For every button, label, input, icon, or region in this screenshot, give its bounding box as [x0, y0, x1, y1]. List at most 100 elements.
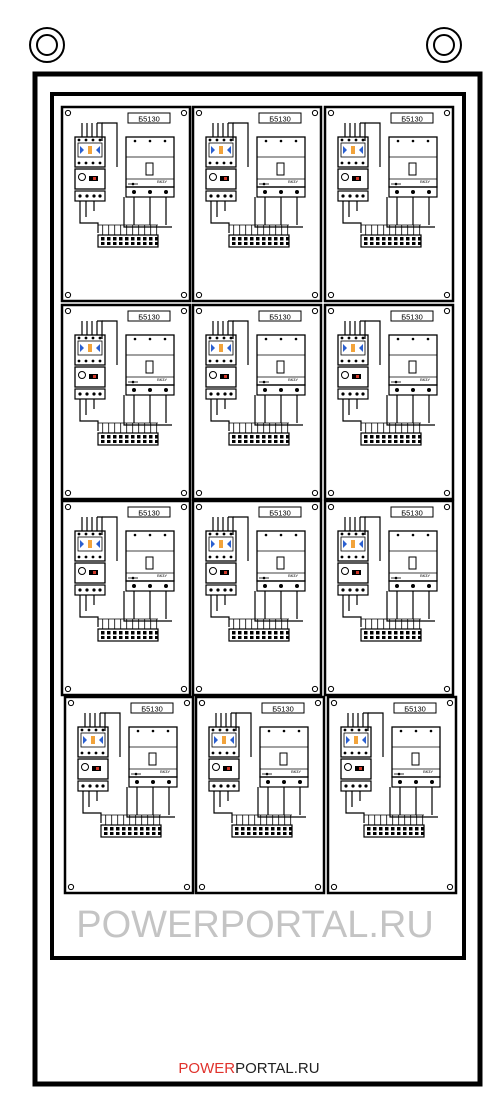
mounting-hole-icon [314, 883, 322, 891]
module-plate [60, 303, 192, 501]
terminal-block [363, 824, 425, 838]
breaker-label: Б5130 [401, 508, 423, 517]
module-plate [191, 105, 323, 303]
breaker-label: Б5130 [138, 312, 160, 321]
breaker-handle-icon [148, 752, 157, 766]
contactor-indicator-icon [83, 736, 87, 744]
lifting-eye-right [426, 27, 462, 63]
mounting-hole-icon [327, 307, 335, 315]
lifting-eye-left [29, 27, 65, 63]
thermal-relay [205, 562, 237, 584]
contactor-indicator-icon [211, 344, 215, 352]
contactor-indicator-icon [211, 146, 215, 154]
mounting-hole-icon [311, 503, 319, 511]
relay-dial-icon [78, 173, 86, 181]
mounting-hole-icon [446, 699, 454, 707]
contactor [337, 530, 369, 562]
thermal-relay [337, 168, 369, 190]
relay-label: ВК3У [160, 769, 170, 774]
breaker-handle-icon [276, 162, 285, 176]
thermal-relay [74, 562, 106, 584]
contactor [205, 334, 237, 366]
module-plate [191, 499, 323, 697]
relay-label: ВК3У [420, 573, 430, 578]
terminal-block [97, 432, 159, 446]
breaker-label-box [258, 112, 302, 124]
mounting-hole-icon [180, 109, 188, 117]
contactor-indicator-icon [343, 344, 347, 352]
thermal-relay [340, 758, 372, 780]
mounting-hole-icon [446, 883, 454, 891]
thermal-relay [208, 758, 240, 780]
mounting-hole-icon [64, 503, 72, 511]
relay-dial-icon [78, 371, 86, 379]
breaker-label: Б5130 [401, 114, 423, 123]
terminal-block [228, 432, 290, 446]
mounting-hole-icon [443, 109, 451, 117]
thermal-relay [337, 562, 369, 584]
relay-dial-icon [81, 763, 89, 771]
thermal-relay [74, 168, 106, 190]
thermal-relay [337, 366, 369, 388]
relay-dial-icon [209, 173, 217, 181]
terminal-block [100, 824, 162, 838]
breaker-handle-icon [279, 752, 288, 766]
breaker-label-box [390, 310, 434, 322]
breaker-label-box [390, 112, 434, 124]
mounting-hole-icon [443, 503, 451, 511]
relay-dial-icon [341, 567, 349, 575]
contactor [340, 726, 372, 758]
mounting-hole-icon [327, 685, 335, 693]
mounting-hole-icon [327, 109, 335, 117]
mounting-hole-icon [180, 307, 188, 315]
relay-label: ВК3У [291, 769, 301, 774]
relay-label: ВК3У [288, 179, 298, 184]
contactor [205, 136, 237, 168]
module-plate [63, 695, 195, 895]
watermark-text: POWERPORTAL.RU [76, 904, 434, 946]
mounting-hole-icon [198, 699, 206, 707]
mounting-hole-icon [180, 503, 188, 511]
module-plate [60, 105, 192, 303]
breaker-label: Б5130 [269, 312, 291, 321]
breaker-handle-icon [408, 360, 417, 374]
breaker-handle-icon [145, 162, 154, 176]
relay-label: ВК3У [288, 573, 298, 578]
thermal-relay [205, 366, 237, 388]
breaker-label: Б5130 [138, 114, 160, 123]
breaker-handle-icon [408, 556, 417, 570]
terminal-block [231, 824, 293, 838]
contactor-indicator-icon [80, 146, 84, 154]
relay-dial-icon [212, 763, 220, 771]
relay-dial-icon [341, 371, 349, 379]
module-plate [323, 105, 455, 303]
mounting-hole-icon [64, 489, 72, 497]
mounting-hole-icon [67, 883, 75, 891]
mounting-hole-icon [443, 685, 451, 693]
relay-dial-icon [344, 763, 352, 771]
mounting-hole-icon [195, 685, 203, 693]
breaker-label: Б5130 [141, 704, 163, 713]
relay-dial-icon [341, 173, 349, 181]
cabinet-inner-panel [50, 92, 466, 960]
footer-brand-portal: PORTAL.RU [235, 1060, 319, 1077]
mounting-hole-icon [195, 307, 203, 315]
contactor-indicator-icon [343, 146, 347, 154]
contactor-indicator-icon [80, 344, 84, 352]
breaker-handle-icon [145, 556, 154, 570]
contactor [205, 530, 237, 562]
breaker-label-box [127, 112, 171, 124]
mounting-hole-icon [314, 699, 322, 707]
mounting-hole-icon [180, 489, 188, 497]
thermal-relay [77, 758, 109, 780]
mounting-hole-icon [311, 307, 319, 315]
module-plate [323, 303, 455, 501]
